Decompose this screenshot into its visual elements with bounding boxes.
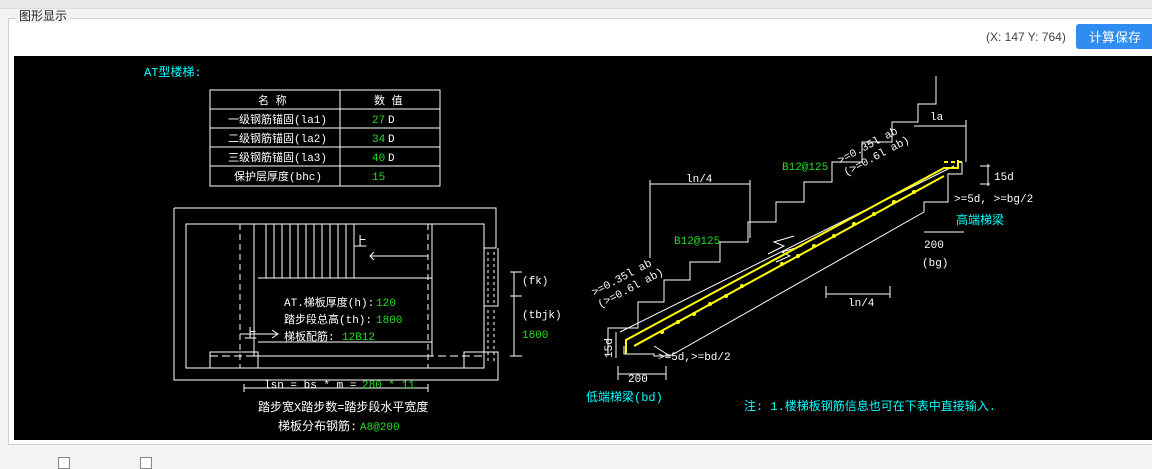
section-dim-200-right: 200 [924, 240, 944, 252]
section-low-beam: 低端梯梁(bd) [586, 389, 663, 405]
section-15d-top: 15d [994, 172, 1014, 184]
section-high-beam: 高端梯梁 [956, 212, 1004, 228]
section-15d-bottom: 15d [604, 338, 616, 358]
plan-up-label: 上 [354, 235, 367, 250]
section-low-condition: >=5d,>=bd/2 [658, 352, 731, 364]
section-ln4-bottom: ln/4 [848, 298, 875, 310]
plan-height-value: 1800 [376, 315, 402, 327]
stair-steps-outline [607, 76, 937, 356]
plan-fk-label: (fk) [522, 276, 548, 288]
plan-height-label: 踏步段总高(th): [284, 312, 372, 327]
plan-thickness-value: 120 [376, 298, 396, 310]
stair-treads [265, 224, 355, 278]
plan-rebar-value: 12B12 [342, 332, 375, 344]
table-row-value: 27 [372, 115, 385, 127]
rebar-dots [660, 190, 916, 334]
table-row-value: 34 [372, 134, 386, 146]
plan-caption-width: 踏步宽X踏步数=踏步段水平宽度 [258, 399, 428, 415]
table-row-unit: D [388, 115, 395, 127]
table-header-value: 数 值 [374, 94, 403, 108]
section-bg-label: (bg) [922, 258, 948, 270]
section-rebar-upper: B12@125 [782, 162, 828, 174]
plan-outline [174, 207, 497, 369]
option-checkbox[interactable] [140, 457, 152, 469]
window-top-strip [0, 0, 1152, 9]
table-row-value: 40 [372, 153, 385, 165]
section-high-condition: >=5d, >=bg/2 [954, 194, 1033, 206]
table-row-name: 三级钢筋锚固(la3) [228, 150, 327, 165]
calculate-save-button[interactable]: 计算保存 [1076, 24, 1152, 49]
table-row-name: 二级钢筋锚固(la2) [228, 131, 327, 146]
table-row-value: 15 [372, 172, 385, 184]
section-la-label: la [930, 112, 944, 124]
section-rebar-lower: B12@125 [674, 236, 720, 248]
plan-caption-distribution-label: 梯板分布钢筋: [278, 418, 357, 434]
plan-up-label-lower: 上 [244, 327, 257, 342]
cad-drawing: AT型楼梯: 名 称 数 值 一级钢筋锚固(la1) 27 D 二级钢筋锚固(l… [144, 64, 1033, 434]
lsn-formula-label: lsn = bs * m = [264, 380, 356, 392]
plan-caption-distribution-value: A8@200 [360, 422, 400, 434]
bottom-options-strip [0, 452, 1152, 469]
plan-rebar-label: 梯板配筋: [284, 329, 335, 344]
cad-drawing-canvas[interactable]: AT型楼梯: 名 称 数 值 一级钢筋锚固(la1) 27 D 二级钢筋锚固(l… [14, 56, 1152, 440]
drawing-title: AT型楼梯: [144, 64, 202, 80]
plan-side-value: 1600 [522, 330, 548, 342]
table-row-name: 保护层厚度(bhc) [234, 169, 322, 184]
table-row-name: 一级钢筋锚固(la1) [228, 112, 327, 127]
plan-thickness-label: AT.梯板厚度(h): [284, 295, 374, 310]
table-row-unit: D [388, 153, 395, 165]
rebar-lines [625, 160, 964, 354]
section-ln4-top: ln/4 [686, 174, 713, 186]
coordinate-readout: (X: 147 Y: 764) [986, 30, 1066, 44]
section-dim-200-left: 200 [628, 374, 648, 386]
panel-title: 图形显示 [16, 9, 71, 23]
option-checkbox[interactable] [58, 457, 70, 469]
table-header-name: 名 称 [258, 93, 287, 108]
param-table-border [209, 89, 441, 187]
table-row-unit: D [388, 134, 395, 146]
lsn-formula-value: 280 * 11 [362, 380, 415, 392]
section-note: 注: 1.楼梯板钢筋信息也可在下表中直接输入. [744, 398, 996, 414]
plan-tbjk-label: (tbjk) [522, 310, 562, 322]
